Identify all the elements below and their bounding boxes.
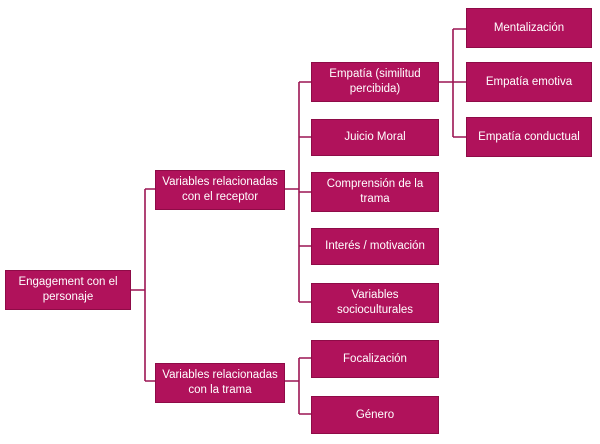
node-empatia-similitud: Empatía (similitud percibida): [311, 62, 439, 102]
node-engagement-con-el-personaje: Engagement con el personaje: [5, 270, 131, 310]
node-genero: Género: [311, 396, 439, 434]
connector-root-branch: [131, 188, 155, 382]
connector-trama-branch: [285, 357, 311, 415]
node-empatia-conductual: Empatía conductual: [466, 117, 592, 157]
node-comprension-trama: Comprensión de la trama: [311, 172, 439, 212]
node-variables-trama: Variables relacionadas con la trama: [155, 363, 285, 403]
node-variables-receptor: Variables relacionadas con el receptor: [155, 170, 285, 210]
node-empatia-emotiva: Empatía emotiva: [466, 62, 592, 102]
node-variables-socioculturales: Variables socioculturales: [311, 283, 439, 323]
connector-receptor-branch: [285, 81, 311, 303]
connector-empatia-branch: [439, 28, 466, 138]
node-mentalizacion: Mentalización: [466, 8, 592, 48]
node-focalizacion: Focalización: [311, 340, 439, 378]
node-juicio-moral: Juicio Moral: [311, 119, 439, 156]
node-interes-motivacion: Interés / motivación: [311, 228, 439, 265]
